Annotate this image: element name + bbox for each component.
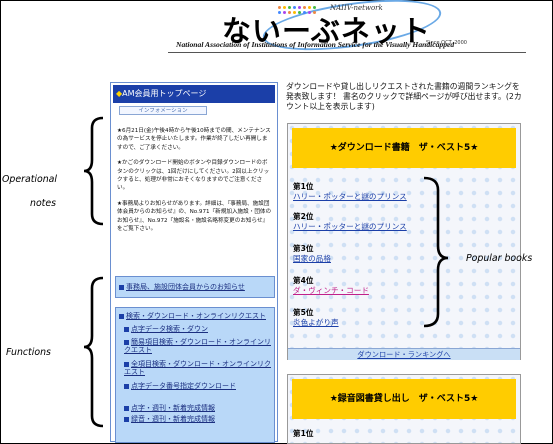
function-label: 点字データ検索・ダウン bbox=[131, 325, 208, 333]
function-audio-new[interactable]: 録音・週刊・新着完成情報 bbox=[124, 415, 274, 423]
square-bullet-icon bbox=[124, 361, 129, 367]
rank-label: 第4位 bbox=[293, 276, 314, 285]
square-bullet-icon bbox=[124, 326, 129, 332]
rank-label: 第1位 bbox=[293, 429, 314, 438]
note-maintenance: ★6月21日(金)午後4時から午後10時までの間、メンテナンスの為サービスを停止… bbox=[117, 128, 271, 151]
function-braille-search[interactable]: 点字データ検索・ダウン bbox=[124, 325, 274, 333]
audio-ranking-title: ★録音図書貸し出し ザ・ベスト5★ bbox=[292, 379, 516, 419]
square-bullet-icon bbox=[124, 416, 129, 422]
function-label: 点字・週刊・新着完成情報 bbox=[131, 404, 215, 412]
function-label: 録音・週刊・新着完成情報 bbox=[131, 415, 215, 423]
rank-label: 第5位 bbox=[293, 308, 314, 317]
square-bullet-icon bbox=[119, 284, 124, 290]
ranking-item: 第4位ダ・ヴィンチ・コード bbox=[293, 276, 369, 296]
sidebar-heading: ◆AM会員用トップページ bbox=[113, 85, 275, 103]
square-bullet-icon bbox=[124, 339, 129, 345]
since-text: Since OCT. 2000 bbox=[426, 40, 467, 46]
book-link[interactable]: 国家の品格 bbox=[293, 254, 331, 263]
annotation-notes: notes bbox=[30, 198, 57, 209]
operational-notes: ★6月21日(金)午後4時から午後10時までの間、メンテナンスの為サービスを停止… bbox=[117, 127, 273, 240]
office-news-link[interactable]: 事務局、施設団体会員からのお知らせ bbox=[116, 277, 274, 297]
download-ranking-link[interactable]: ダウンロード・ランキングへ bbox=[288, 348, 520, 360]
site-title: ないーぶネット bbox=[222, 14, 431, 48]
function-simple-search[interactable]: 簡易項目検索・ダウンロード・オンラインリクエスト bbox=[124, 338, 274, 354]
brace-popular bbox=[423, 176, 449, 328]
sidebar-heading-label: AM会員用トップページ bbox=[122, 89, 207, 98]
ranking-item: 第3位国家の品格 bbox=[293, 244, 331, 264]
function-number-download[interactable]: 点字データ番号指定ダウンロード bbox=[124, 382, 274, 390]
rank-label: 第2位 bbox=[293, 212, 314, 221]
function-label: 全項目検索・ダウンロード・オンラインリクエスト bbox=[124, 360, 271, 376]
logo-network-text: NAIIV-network bbox=[330, 4, 383, 12]
note-office-news: ★事務局よりお知らせがあります。詳細は、『事務局、施設団体会員からのお知らせ』の… bbox=[117, 200, 272, 233]
function-label: 簡易項目検索・ダウンロード・オンラインリクエスト bbox=[124, 338, 271, 354]
site-subtitle: National Association of Institutions of … bbox=[176, 40, 455, 49]
annotation-operational: Operational bbox=[2, 174, 58, 185]
ranking-item: 第1位 bbox=[293, 429, 313, 439]
information-button[interactable]: インフォメーション bbox=[119, 106, 207, 115]
functions-box: 検索・ダウンロード・オンラインリクエスト 点字データ検索・ダウン 簡易項目検索・… bbox=[115, 307, 275, 443]
annotation-popular-books: Popular books bbox=[466, 253, 533, 264]
functions-heading[interactable]: 検索・ダウンロード・オンラインリクエスト bbox=[116, 308, 274, 324]
audio-ranking-panel: ★録音図書貸し出し ザ・ベスト5★ 第1位 bbox=[287, 374, 521, 444]
office-news-box: 事務局、施設団体会員からのお知らせ bbox=[115, 276, 275, 298]
download-ranking-title: ★ダウンロード書籍 ザ・ベスト5★ bbox=[292, 128, 516, 168]
rank-label: 第1位 bbox=[293, 182, 314, 191]
function-full-search[interactable]: 全項目検索・ダウンロード・オンラインリクエスト bbox=[124, 360, 274, 376]
ranking-item: 第1位ハリー・ポッターと謎のプリンス bbox=[293, 182, 407, 202]
function-braille-new[interactable]: 点字・週刊・新着完成情報 bbox=[124, 404, 274, 412]
download-ranking-panel: ★ダウンロード書籍 ザ・ベスト5★ 第1位ハリー・ポッターと謎のプリンス 第2位… bbox=[287, 123, 521, 360]
annotation-functions: Functions bbox=[6, 347, 51, 358]
functions-heading-label: 検索・ダウンロード・オンラインリクエスト bbox=[126, 312, 266, 320]
ranking-intro: ダウンロードや貸し出しリクエストされた書籍の週間ランキングを発表致します！ 書名… bbox=[286, 82, 522, 112]
brace-operational bbox=[83, 116, 104, 226]
office-news-label: 事務局、施設団体会員からのお知らせ bbox=[126, 283, 245, 291]
book-link[interactable]: 炎色よがり声 bbox=[293, 318, 339, 327]
rank-label: 第3位 bbox=[293, 244, 314, 253]
function-label: 点字データ番号指定ダウンロード bbox=[131, 382, 236, 390]
square-bullet-icon bbox=[119, 313, 124, 319]
book-link[interactable]: ハリー・ポッターと謎のプリンス bbox=[293, 222, 407, 231]
note-click-once: ★かごのダウンロード開始のボタンや目録ダウンロードのボタンのクリックは、1回だけ… bbox=[117, 160, 270, 192]
square-bullet-icon bbox=[124, 405, 129, 411]
book-link[interactable]: ハリー・ポッターと謎のプリンス bbox=[293, 192, 407, 201]
ranking-item: 第2位ハリー・ポッターと謎のプリンス bbox=[293, 212, 407, 232]
brace-functions bbox=[83, 276, 104, 428]
diamond-icon: ◆ bbox=[116, 89, 123, 98]
header-divider bbox=[168, 52, 526, 53]
book-link[interactable]: ダ・ヴィンチ・コード bbox=[293, 286, 369, 295]
member-sidebar: ◆AM会員用トップページ インフォメーション ★6月21日(金)午後4時から午後… bbox=[110, 82, 278, 443]
ranking-item: 第5位炎色よがり声 bbox=[293, 308, 339, 328]
logo-dots-icon bbox=[278, 4, 324, 16]
square-bullet-icon bbox=[124, 383, 129, 389]
